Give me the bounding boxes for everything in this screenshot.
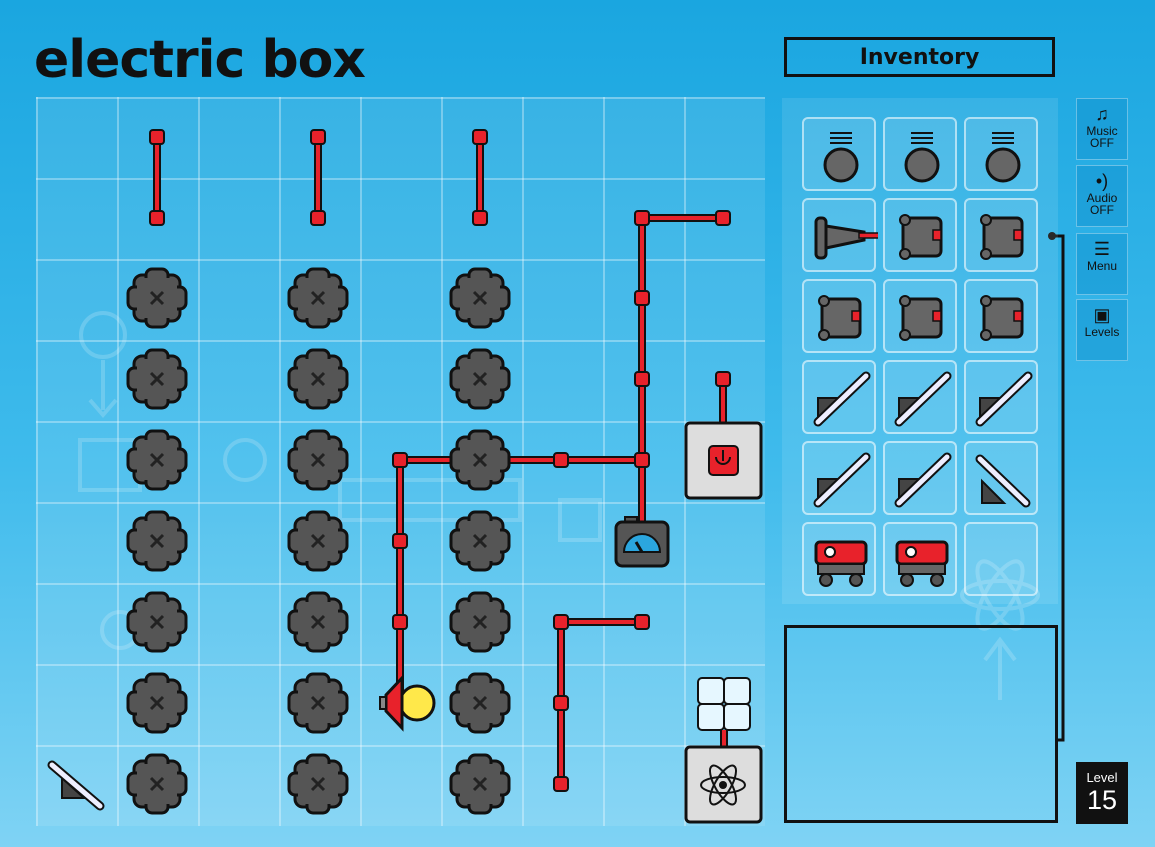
ramp-right-icon <box>894 371 952 427</box>
ramp-right-icon <box>813 371 871 427</box>
inventory-slot-piston[interactable] <box>802 198 878 272</box>
connector-line <box>1048 232 1065 742</box>
motor-box-icon <box>899 214 943 260</box>
wire-lower-L[interactable] <box>553 614 650 792</box>
motor-box-icon <box>818 295 862 341</box>
document-icon: ☰ <box>1093 239 1111 259</box>
music-note-icon: ♫ <box>1095 104 1109 124</box>
inventory-slot-robot-crab[interactable] <box>802 522 876 596</box>
speaker-icon: •) <box>1095 171 1109 191</box>
inventory-slot-motor-box[interactable] <box>802 279 876 353</box>
power-switch[interactable] <box>684 371 763 500</box>
ramp-piece[interactable] <box>47 760 105 811</box>
level-indicator: Level 15 <box>1076 762 1128 824</box>
inventory-slot-robot-crab[interactable] <box>883 522 957 596</box>
inventory-title: Inventory <box>784 37 1055 77</box>
levels-icon: ▣ <box>1093 305 1111 325</box>
wire-top-1[interactable] <box>149 129 165 226</box>
menu-button[interactable]: ☰Menu <box>1076 233 1128 295</box>
inventory-slot-motor-box[interactable] <box>883 279 957 353</box>
main-wire-nodes <box>392 210 731 630</box>
menu-label: Menu <box>1086 259 1118 273</box>
levels-label: Levels <box>1084 325 1120 339</box>
atom-generator[interactable] <box>684 745 763 824</box>
robot-crab-icon <box>895 540 949 587</box>
block-column-3 <box>449 267 511 815</box>
inventory-slot-spring-bulb[interactable] <box>802 117 876 191</box>
spring-bulb-icon <box>985 132 1021 183</box>
motor-box-icon <box>980 214 1024 260</box>
audio-state: OFF <box>1090 203 1114 217</box>
inventory-slot-ramp-right[interactable] <box>964 360 1038 434</box>
inventory-slot-ramp-right[interactable] <box>802 360 876 434</box>
inventory-slot-ramp-left[interactable] <box>964 441 1038 515</box>
ramp-right-icon <box>975 371 1033 427</box>
ramp-right-icon <box>894 452 952 508</box>
light-bulb[interactable] <box>379 674 436 732</box>
level-label: Level <box>1086 770 1118 785</box>
game-logo: electric box <box>34 30 366 90</box>
motor-box-icon <box>899 295 943 341</box>
inventory-slot-motor-box[interactable] <box>964 198 1038 272</box>
ramp-right-icon <box>813 452 871 508</box>
levels-button[interactable]: ▣Levels <box>1076 299 1128 361</box>
spring-bulb-icon <box>823 132 859 183</box>
logo-text: electric box <box>34 30 366 90</box>
block-column-1 <box>126 267 188 815</box>
audio-label: Audio <box>1086 191 1118 205</box>
music-state: OFF <box>1090 136 1114 150</box>
robot-crab-icon <box>814 540 868 587</box>
gauge-meter[interactable] <box>614 516 670 568</box>
inventory-slot-motor-box[interactable] <box>883 198 957 272</box>
piston-icon <box>814 216 878 260</box>
spring-bulb-icon <box>904 132 940 183</box>
inventory-drop-zone[interactable] <box>784 625 1058 823</box>
inventory-slot-motor-box[interactable] <box>964 279 1038 353</box>
inventory-slot-ramp-right[interactable] <box>883 441 957 515</box>
block-column-2 <box>287 267 349 815</box>
inventory-slot-ramp-right[interactable] <box>802 441 876 515</box>
ice-block[interactable] <box>697 677 751 748</box>
wire-top-3[interactable] <box>472 129 488 226</box>
inventory-slot-spring-bulb[interactable] <box>883 117 957 191</box>
inventory-slot-ramp-right[interactable] <box>883 360 957 434</box>
inventory-slot-spring-bulb[interactable] <box>964 117 1038 191</box>
wire-top-2[interactable] <box>310 129 326 226</box>
music-label: Music <box>1086 124 1118 138</box>
inventory-slot-empty[interactable] <box>964 522 1038 596</box>
level-number: 15 <box>1086 785 1118 815</box>
ramp-left-icon <box>975 454 1031 508</box>
motor-box-icon <box>980 295 1024 341</box>
